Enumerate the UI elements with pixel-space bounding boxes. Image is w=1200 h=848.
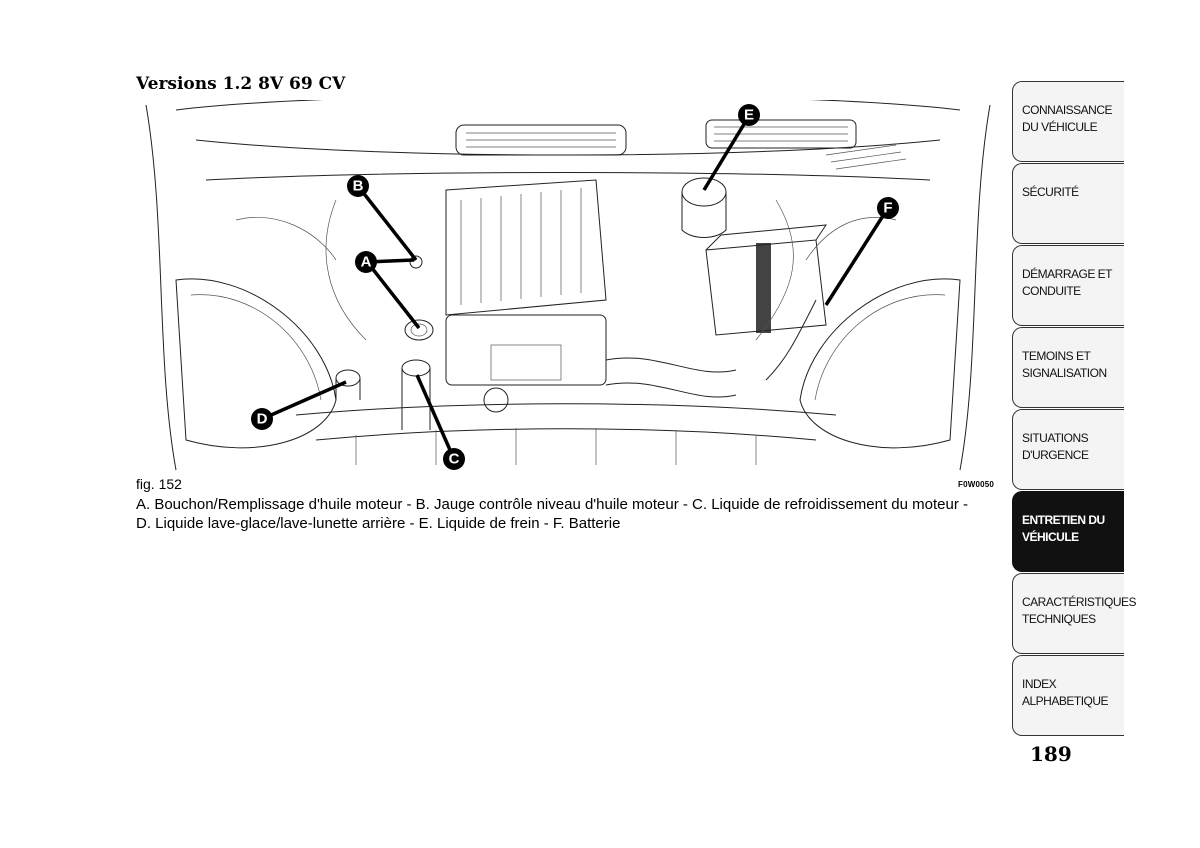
chapter-tabs: CONNAISSANCE DU VÉHICULE SÉCURITÉ DÉMARR… bbox=[1012, 81, 1137, 737]
callout-e: E bbox=[738, 104, 760, 126]
tab-entretien-du-vehicule[interactable]: ENTRETIEN DU VÉHICULE bbox=[1012, 491, 1124, 572]
callout-f: F bbox=[877, 197, 899, 219]
tab-securite[interactable]: SÉCURITÉ bbox=[1012, 163, 1124, 244]
callout-d: D bbox=[251, 408, 273, 430]
tab-caracteristiques-techniques[interactable]: CARACTÉRISTIQUES TECHNIQUES bbox=[1012, 573, 1137, 654]
figure-label: fig. 152 bbox=[136, 476, 182, 492]
svg-text:A: A bbox=[361, 254, 372, 271]
tab-index-alphabetique[interactable]: INDEX ALPHABETIQUE bbox=[1012, 655, 1124, 736]
callout-c: C bbox=[443, 448, 465, 470]
svg-text:E: E bbox=[744, 107, 754, 124]
callout-b: B bbox=[347, 175, 369, 197]
svg-text:B: B bbox=[353, 178, 364, 195]
section-title: Versions 1.2 8V 69 CV bbox=[136, 74, 346, 94]
callout-a: A bbox=[355, 251, 377, 273]
figure-code: F0W0050 bbox=[958, 480, 995, 489]
tab-temoins-et-signalisation[interactable]: TEMOINS ET SIGNALISATION bbox=[1012, 327, 1124, 408]
svg-text:F: F bbox=[883, 200, 892, 217]
svg-text:C: C bbox=[449, 451, 460, 468]
engine-bay-illustration: A B C D E F bbox=[136, 100, 1000, 472]
svg-text:D: D bbox=[257, 411, 268, 428]
tab-demarrage-et-conduite[interactable]: DÉMARRAGE ET CONDUITE bbox=[1012, 245, 1124, 326]
tab-connaissance-du-vehicule[interactable]: CONNAISSANCE DU VÉHICULE bbox=[1012, 81, 1124, 162]
engine-bay-drawing: A B C D E F bbox=[145, 100, 991, 471]
tab-situations-d-urgence[interactable]: SITUATIONS D'URGENCE bbox=[1012, 409, 1124, 490]
page-number: 189 bbox=[1030, 742, 1072, 766]
figure-caption: A. Bouchon/Remplissage d'huile moteur - … bbox=[136, 496, 969, 532]
